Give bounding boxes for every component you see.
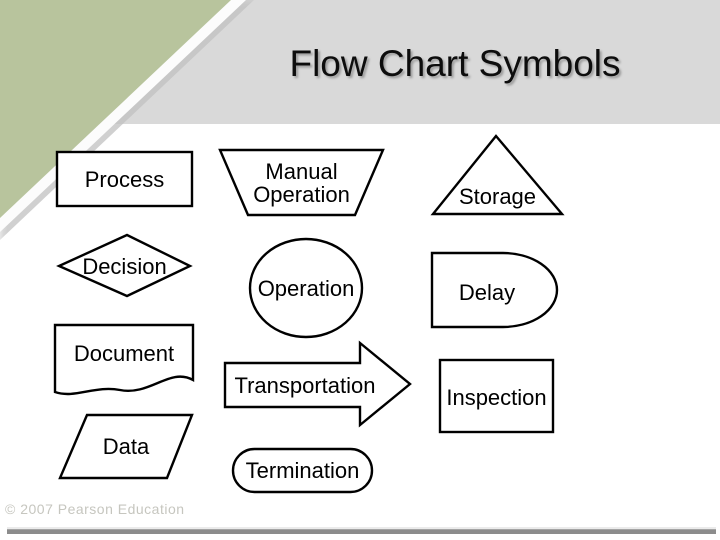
manual-operation-shape <box>218 148 385 217</box>
delay-shape <box>430 251 559 329</box>
transportation-label: Transportation <box>234 372 376 398</box>
operation-label: Operation <box>257 275 355 301</box>
document-label: Document <box>73 340 175 366</box>
process-shape <box>55 150 194 208</box>
storage-label: Storage <box>458 183 537 209</box>
document-shape <box>53 323 195 396</box>
data-shape <box>58 413 194 480</box>
operation-shape <box>248 237 364 339</box>
decision-label: Decision <box>82 253 167 279</box>
termination-label: Termination <box>245 458 360 483</box>
manual-operation-label-line2: Operation <box>253 181 350 207</box>
inspection-shape <box>438 358 555 434</box>
delay-label: Delay <box>458 279 516 305</box>
slide-title: Flow Chart Symbols <box>289 43 621 84</box>
copyright-text: © 2007 Pearson Education <box>5 501 185 517</box>
data-label: Data <box>102 433 150 459</box>
decision-shape <box>56 233 193 298</box>
manual-operation-label: Manual Operation <box>220 150 383 215</box>
inspection-label: Inspection <box>446 384 547 410</box>
bottom-rule <box>7 527 716 534</box>
storage-shape <box>430 134 565 216</box>
transportation-shape <box>223 340 412 428</box>
manual-operation-label-line1: Manual <box>265 158 338 184</box>
process-label: Process <box>84 166 165 192</box>
termination-shape <box>231 447 374 494</box>
corner-decoration <box>0 0 280 280</box>
